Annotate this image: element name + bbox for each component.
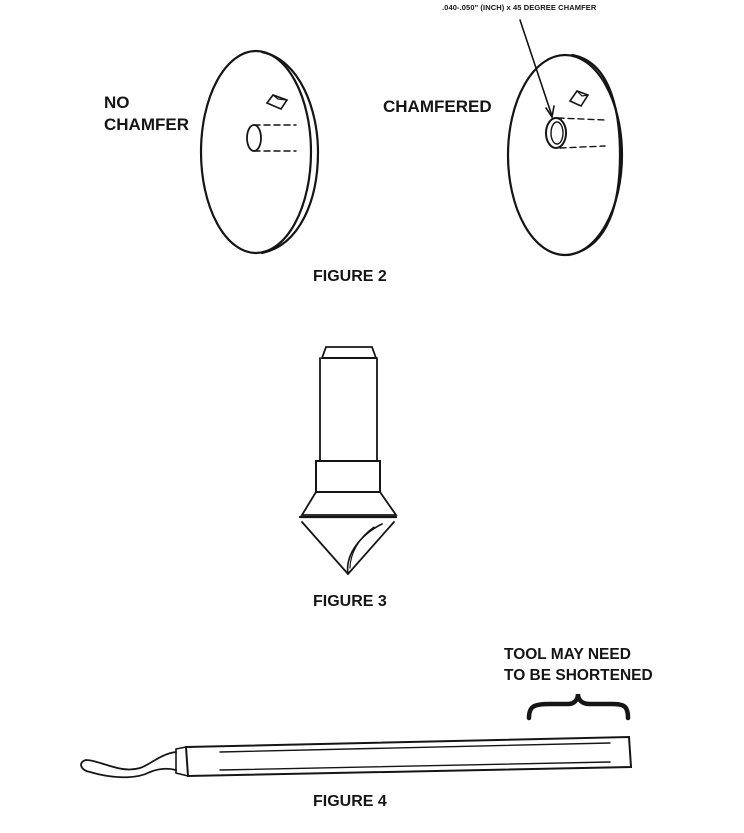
tool-shortening-note: TOOL MAY NEED TO BE SHORTENED	[504, 644, 653, 686]
tool-note-line2: TO BE SHORTENED	[504, 667, 653, 684]
chamfered-label: CHAMFERED	[383, 97, 492, 116]
figure-3-caption: FIGURE 3	[313, 593, 387, 610]
disc-no-chamfer-drawing	[199, 49, 320, 255]
no-chamfer-label-line1: NO	[104, 93, 130, 112]
no-chamfer-label-line2: CHAMFER	[104, 115, 189, 134]
figure-2-caption: FIGURE 2	[313, 268, 387, 285]
no-chamfer-label: NO CHAMFER	[104, 92, 189, 136]
countersink-tool-drawing	[298, 346, 398, 576]
figure-4-caption: FIGURE 4	[313, 793, 387, 810]
chamfer-callout-text: .040-.050" (INCH) x 45 DEGREE CHAMFER	[442, 3, 597, 12]
tool-note-line1: TOOL MAY NEED	[504, 646, 631, 663]
disc-chamfered-drawing	[506, 19, 624, 257]
deburring-tool-drawing	[80, 693, 633, 779]
